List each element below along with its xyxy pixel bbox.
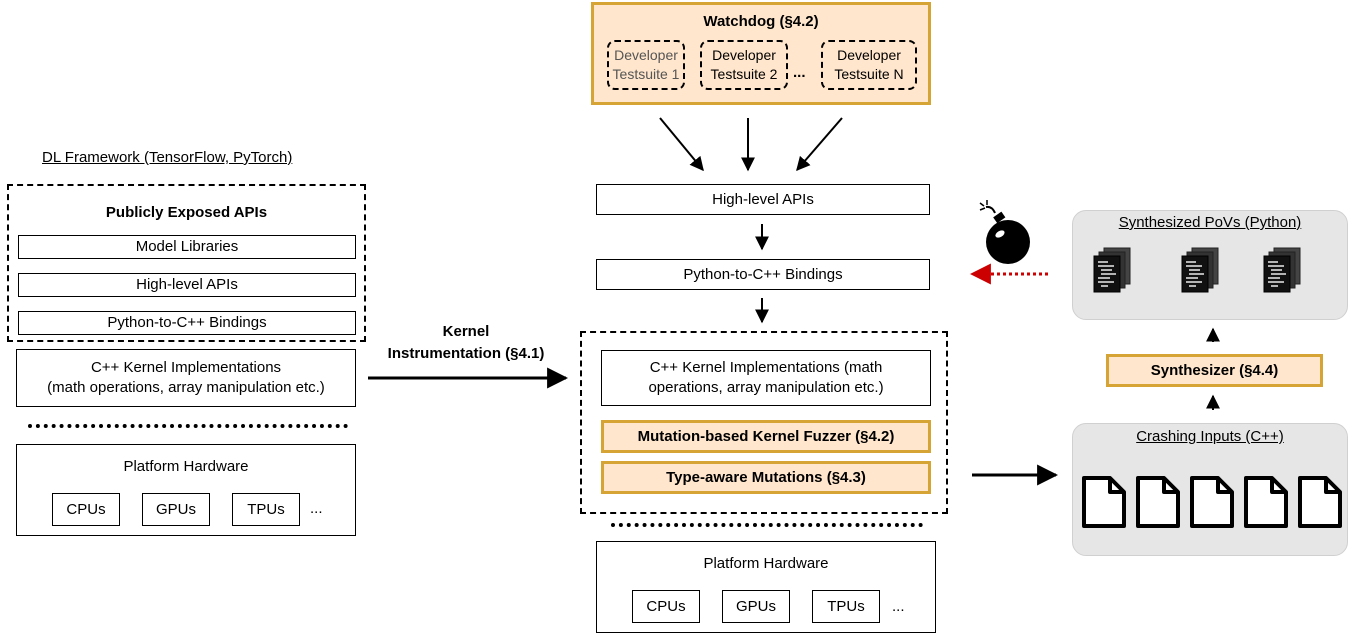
testsuite-1-box: Developer Testsuite 1 — [607, 40, 685, 90]
watchdog-box — [591, 2, 931, 105]
center-cpus-chip: CPUs — [632, 590, 700, 623]
testsuite-n-line2: Testsuite N — [834, 66, 904, 82]
center-high-level-apis-box: High-level APIs — [596, 184, 930, 215]
testsuite-n-box: Developer Testsuite N — [821, 40, 917, 90]
testsuite-2-line2: Testsuite 2 — [710, 66, 778, 82]
left-tpus-chip: TPUs — [232, 493, 300, 526]
pov-code-icon-1 — [1093, 247, 1131, 293]
center-tpus-chip: TPUs — [812, 590, 880, 623]
synthesizer-box: Synthesizer (§4.4) — [1106, 354, 1323, 387]
kernel-instrumentation-label: Kernel Instrumentation (§4.1) — [364, 321, 568, 365]
left-kernel-line1: C++ Kernel Implementations — [90, 359, 282, 376]
kernel-instrumentation-line2: Instrumentation (§4.1) — [387, 345, 545, 362]
synthesized-povs-label: Synthesized PoVs (Python) — [1118, 214, 1302, 231]
kernel-instrumentation-line1: Kernel — [442, 323, 490, 340]
crash-file-icon-2 — [1136, 476, 1180, 528]
testsuite-1-line1: Developer — [614, 47, 678, 63]
left-gpus-chip: GPUs — [142, 493, 210, 526]
crash-file-icon-5 — [1298, 476, 1342, 528]
center-kernel-line2: operations, array manipulation etc.) — [648, 379, 884, 396]
crash-file-icon-3 — [1190, 476, 1234, 528]
publicly-exposed-apis-title: Publicly Exposed APIs — [105, 204, 268, 221]
pov-code-icon-3 — [1263, 247, 1301, 293]
type-aware-mutations-box: Type-aware Mutations (§4.3) — [601, 461, 931, 494]
crash-file-icon-4 — [1244, 476, 1288, 528]
testsuite-ellipsis: ... — [793, 64, 806, 81]
crash-file-icon-1 — [1082, 476, 1126, 528]
left-dotted-separator — [28, 424, 348, 428]
left-high-level-apis-box: High-level APIs — [18, 273, 356, 297]
kernel-fuzzer-box: Mutation-based Kernel Fuzzer (§4.2) — [601, 420, 931, 453]
left-kernel-line2: (math operations, array manipulation etc… — [47, 379, 325, 396]
center-dotted-separator — [611, 523, 923, 527]
watchdog-arrow-1 — [659, 117, 704, 172]
center-kernel-box: C++ Kernel Implementations (math operati… — [601, 350, 931, 406]
model-libraries-box: Model Libraries — [18, 235, 356, 259]
watchdog-arrow-3 — [796, 117, 843, 172]
publicly-exposed-apis-group — [7, 184, 366, 342]
left-platform-title: Platform Hardware — [123, 458, 249, 475]
left-cpus-chip: CPUs — [52, 493, 120, 526]
watchdog-title: Watchdog (§4.2) — [703, 13, 819, 30]
center-bindings-box: Python-to-C++ Bindings — [596, 259, 930, 290]
center-kernel-line1: C++ Kernel Implementations (math — [649, 359, 883, 376]
bomb-icon — [979, 200, 1030, 264]
center-gpus-chip: GPUs — [722, 590, 790, 623]
crashing-inputs-label: Crashing Inputs (C++) — [1136, 428, 1284, 445]
testsuite-n-line1: Developer — [837, 47, 901, 63]
fuzzing-target-group — [580, 331, 948, 514]
left-kernel-box: C++ Kernel Implementations (math operati… — [16, 349, 356, 407]
center-hw-ellipsis: ... — [892, 598, 905, 615]
pov-code-icon-2 — [1181, 247, 1219, 293]
testsuite-2-box: Developer Testsuite 2 — [700, 40, 788, 90]
left-bindings-box: Python-to-C++ Bindings — [18, 311, 356, 335]
center-platform-title: Platform Hardware — [703, 555, 829, 572]
testsuite-2-line1: Developer — [712, 47, 776, 63]
framework-label: DL Framework (TensorFlow, PyTorch) — [42, 149, 293, 166]
testsuite-1-line2: Testsuite 1 — [612, 66, 680, 82]
left-hw-ellipsis: ... — [310, 500, 323, 517]
